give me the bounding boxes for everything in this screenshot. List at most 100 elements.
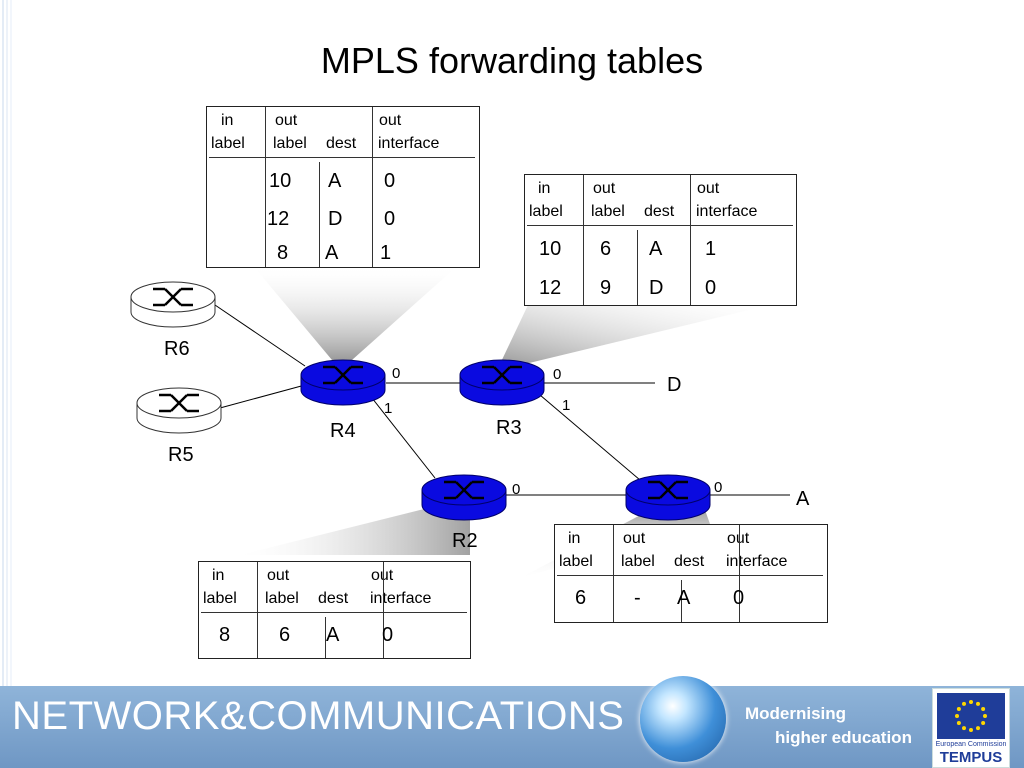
table-cell: 0 [384, 208, 396, 230]
footer-banner: NETWORK&COMMUNICATIONS Modernising highe… [0, 676, 1024, 768]
eu-star-icon [976, 726, 980, 731]
header-in: in [538, 180, 551, 197]
eu-star-icon [962, 701, 966, 706]
router-label-r5: R5 [168, 444, 194, 466]
table-cell: 12 [539, 277, 562, 299]
header-interface: interface [726, 553, 788, 570]
table-cell: 0 [705, 277, 717, 299]
header-in: in [221, 112, 234, 129]
port-r1-0: 0 [714, 479, 723, 496]
header-label: label [211, 135, 245, 152]
link-r3-r1 [539, 394, 641, 481]
port-r2-0: 0 [512, 481, 521, 498]
column-divider [637, 230, 638, 305]
table-cell: D [328, 208, 343, 230]
column-divider [613, 525, 614, 622]
header-in: in [212, 567, 225, 584]
column-divider [690, 175, 691, 305]
table-cell: 1 [705, 238, 717, 260]
header-label: label [203, 590, 237, 607]
table-cell: A [326, 624, 340, 646]
eu-stars [955, 700, 987, 732]
eu-caption: European Commission [935, 741, 1007, 748]
table-cell: 6 [600, 238, 612, 260]
router-icon [323, 365, 363, 385]
header-label: label [529, 203, 563, 220]
link-r4-r2 [371, 397, 436, 479]
table-cell: 0 [382, 624, 394, 646]
header-out-label: label [621, 553, 655, 570]
destination-d: D [667, 374, 682, 396]
router-icon [444, 480, 484, 500]
router-icon [153, 287, 193, 307]
header-dest: dest [644, 203, 675, 220]
eu-star-icon [956, 707, 961, 711]
eu-program: TEMPUS [939, 749, 1003, 766]
table-cell: A [325, 242, 339, 264]
header-out-if: out [371, 564, 393, 587]
router-label-r2: R2 [452, 530, 478, 552]
eu-star-icon [962, 726, 966, 731]
slide-title: MPLS forwarding tables [320, 40, 704, 81]
header-out: out [623, 530, 646, 547]
table-cell: 9 [600, 277, 612, 299]
table-cell: 8 [277, 242, 289, 264]
header-dest: dest [318, 590, 349, 607]
header-interface: interface [370, 590, 432, 607]
column-divider [583, 175, 584, 305]
table-beam-r2 [240, 505, 470, 555]
table-beam-r3 [500, 305, 770, 364]
router-r4 [300, 359, 386, 406]
header-out-if: out [697, 180, 720, 197]
router-label-r6: R6 [164, 338, 190, 360]
port-r3-1: 1 [562, 397, 571, 414]
globe-icon [640, 676, 726, 762]
table-cell: A [649, 238, 663, 260]
eu-star-icon [956, 721, 961, 725]
column-divider [681, 580, 682, 622]
header-divider [209, 157, 475, 158]
table-cell: D [649, 277, 664, 299]
eu-star-icon [983, 714, 987, 718]
column-divider [372, 107, 373, 267]
table-cell: 6 [575, 587, 587, 609]
table-cell: 0 [384, 170, 396, 192]
forwarding-table-r4: in label out label dest out interface 10… [206, 106, 480, 268]
slogan-line-1: Modernising [745, 704, 847, 723]
header-out-label: label [265, 590, 299, 607]
eu-star-icon [955, 714, 959, 718]
header-out: out [593, 180, 616, 197]
eu-star-icon [976, 701, 980, 706]
router-r1 [625, 474, 711, 521]
header-out: out [275, 112, 298, 129]
eu-star-icon [981, 721, 986, 725]
table-cell: - [634, 587, 641, 609]
table-cell: 8 [219, 624, 231, 646]
forwarding-table-r2: in label out label dest out interface 8 … [198, 561, 471, 659]
table-cell: 10 [269, 170, 292, 192]
table-cell: 6 [279, 624, 291, 646]
column-divider [739, 525, 740, 622]
header-interface: interface [378, 135, 440, 152]
router-r2 [421, 474, 507, 521]
router-r3 [459, 359, 545, 406]
header-in: in [568, 530, 581, 547]
table-cell: 0 [733, 587, 745, 609]
eu-tempus-logo: European Commission TEMPUS [932, 688, 1010, 768]
brand-title: NETWORK&COMMUNICATIONS [12, 694, 625, 738]
port-r4-1: 1 [384, 400, 393, 417]
network-diagram [130, 268, 790, 578]
router-label-r3: R3 [496, 417, 522, 439]
header-out-label: label [591, 203, 625, 220]
router-icon [159, 393, 199, 413]
slogan-line-2: higher education [775, 728, 912, 747]
router-r5 [136, 387, 222, 434]
table-beam-r4 [255, 268, 455, 360]
router-icon [482, 365, 522, 385]
column-divider [257, 562, 258, 658]
table-cell: A [677, 587, 691, 609]
header-out-if: out [379, 112, 402, 129]
router-icon [648, 480, 688, 500]
forwarding-table-r3: in label out label dest out interface 10… [524, 174, 797, 306]
table-cell: A [328, 170, 342, 192]
